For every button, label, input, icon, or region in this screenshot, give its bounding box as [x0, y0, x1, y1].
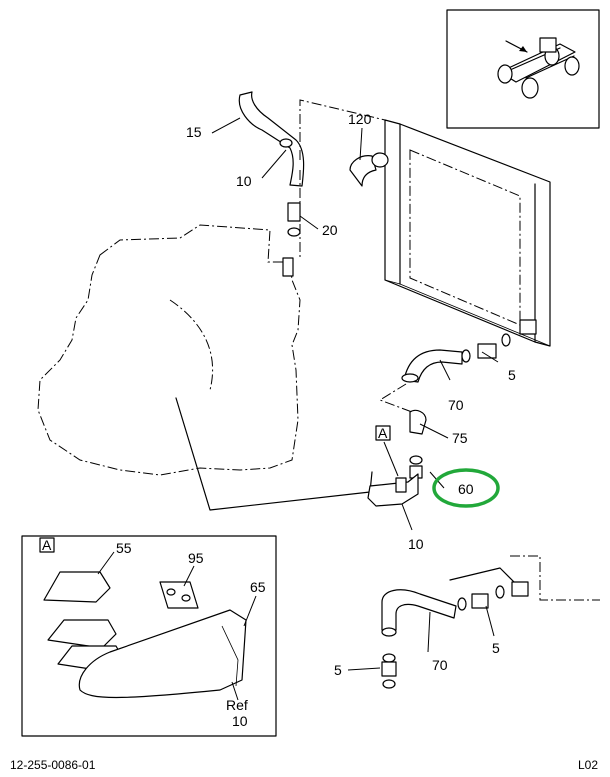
callout-60: 60	[458, 481, 474, 497]
leader-10-mid	[401, 503, 413, 531]
callout-10-top: 10	[236, 173, 252, 189]
radiator	[384, 119, 551, 347]
highlight-ring	[432, 468, 500, 508]
callout-15: 15	[186, 124, 202, 140]
callout-70-mid: 70	[448, 397, 464, 413]
callout-5-low-right: 5	[492, 640, 500, 656]
leader-65	[243, 595, 257, 627]
leader-95	[183, 565, 195, 587]
leader-5-right	[481, 351, 499, 363]
leader-120	[359, 127, 363, 161]
vehicle-locator-inset	[446, 9, 600, 129]
leader-5-low-right	[485, 605, 495, 637]
callout-10-mid: 10	[408, 536, 424, 552]
callout-95: 95	[188, 550, 204, 566]
callout-55: 55	[116, 540, 132, 556]
lower-hose-assembly	[378, 319, 537, 479]
callout-70-low: 70	[432, 657, 448, 673]
leader-70-mid	[439, 359, 451, 381]
callout-a-main: A	[378, 425, 388, 441]
callout-a-box	[375, 425, 391, 441]
leader-10-top	[261, 149, 287, 179]
engine-outline	[37, 224, 301, 476]
callout-20: 20	[322, 222, 338, 238]
callout-a-detail: A	[42, 537, 52, 553]
callout-65: 65	[250, 579, 266, 595]
leader-ref	[231, 681, 239, 701]
callout-ref: Ref	[226, 697, 248, 713]
callout-10-detail: 10	[232, 713, 248, 729]
leader-a-main	[383, 441, 399, 477]
doc-number: 12-255-0086-01	[10, 758, 96, 772]
page-code: L02	[578, 758, 598, 772]
callout-120: 120	[348, 111, 372, 127]
coolant-pipe	[175, 397, 373, 511]
callout-5-low-left: 5	[334, 662, 342, 678]
leader-5-low-left	[347, 667, 381, 671]
callout-75: 75	[452, 430, 468, 446]
detail-a-box	[21, 535, 277, 737]
leader-75	[419, 423, 449, 439]
leader-70-low	[427, 611, 431, 653]
lower-right-view	[381, 555, 600, 689]
upper-radiator-elbow	[299, 99, 389, 258]
leader-20	[299, 215, 319, 230]
center-elbow	[367, 473, 419, 507]
leader-55	[97, 551, 115, 575]
callout-5-right: 5	[508, 367, 516, 383]
leader-15	[211, 117, 241, 134]
